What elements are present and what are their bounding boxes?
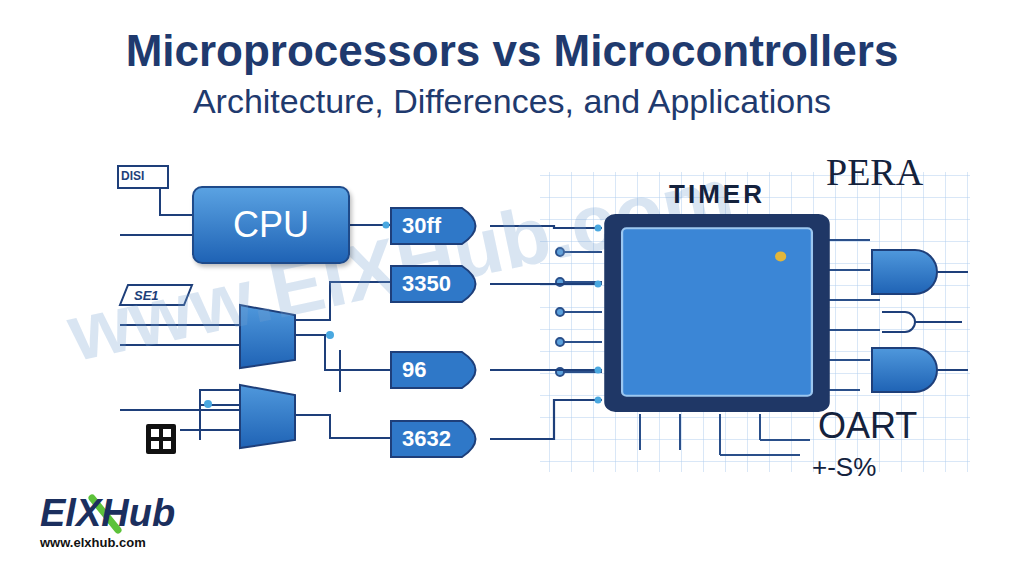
node-label: 3350: [402, 271, 451, 297]
mux-symbol: [240, 385, 295, 448]
logic-gate: 30ff: [390, 207, 490, 245]
logic-gate: 96: [390, 351, 490, 389]
junction-dot: [595, 281, 602, 288]
logic-gate: 3632: [390, 420, 490, 458]
junction-dot: [595, 397, 602, 404]
chip-icon: [146, 424, 176, 454]
junction-dot: [326, 331, 334, 339]
uart-label: OART: [818, 405, 917, 447]
junction-dot: [204, 400, 212, 408]
chip-body: [602, 212, 832, 414]
junction-dot: [595, 367, 602, 374]
node-label: CPU: [233, 204, 309, 246]
node-label: 30ff: [402, 213, 441, 239]
logo-url: www.elxhub.com: [40, 535, 146, 550]
logo-text: ElXHub: [40, 492, 175, 535]
logic-gates: [872, 250, 968, 392]
label-frame: [118, 166, 168, 188]
tag-label: SE1: [134, 288, 159, 303]
cpu-box: CPU: [192, 186, 350, 264]
node-label: 96: [402, 357, 426, 383]
tag-label: DISI: [121, 169, 144, 183]
wire-connector: [490, 369, 602, 371]
node-label: 3632: [402, 426, 451, 452]
title: Microprocessors vs Microcontrollers: [0, 26, 1024, 76]
subtitle: Architecture, Differences, and Applicati…: [0, 82, 1024, 121]
logic-gate: 3350: [390, 265, 490, 303]
microcontroller-chip: TIMER: [602, 178, 832, 414]
peripheral-label: PERA: [826, 150, 923, 194]
chip-heading: TIMER: [602, 178, 832, 210]
wire-connector: [490, 400, 602, 439]
symbol-label: +-S%: [812, 452, 876, 483]
